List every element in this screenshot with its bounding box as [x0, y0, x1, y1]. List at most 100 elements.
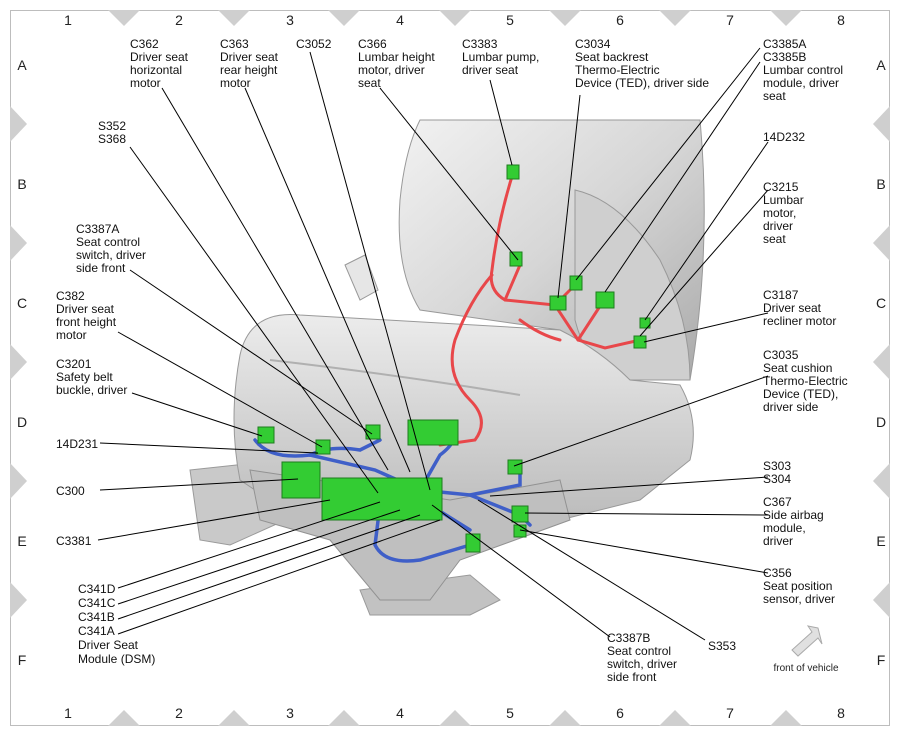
col-label-bottom: 7	[726, 705, 734, 721]
callout-c3387b: C3387B Seat control switch, driver side …	[607, 631, 680, 684]
grid-marker-top	[108, 10, 140, 26]
grid-marker-bottom	[549, 710, 581, 726]
grid-marker-top	[439, 10, 471, 26]
col-label-top: 1	[64, 12, 72, 28]
callout-c3381: C3381	[56, 534, 92, 548]
callout-c356: C356 Seat position sensor, driver	[763, 566, 836, 606]
col-label-top: 2	[175, 12, 183, 28]
grid-marker-right	[873, 463, 890, 499]
grid-marker-left	[10, 463, 27, 499]
callout-c3383: C3383 Lumbar pump, driver seat	[462, 37, 543, 77]
grid-marker-left	[10, 344, 27, 380]
connector-c366	[509, 251, 523, 267]
connector-c382	[315, 439, 331, 455]
callout-14d232: 14D232	[763, 130, 805, 144]
row-label-left: A	[17, 57, 27, 73]
column-labels-bottom: 1 2 3 4 5 6 7 8	[64, 705, 845, 721]
connector-c3385a	[569, 275, 583, 291]
row-label-right: B	[876, 176, 885, 192]
connector-c3034	[549, 295, 567, 311]
grid-marker-right	[873, 582, 890, 618]
connector-c3383	[506, 164, 520, 180]
grid-marker-bottom	[218, 710, 250, 726]
grid-marker-bottom	[108, 710, 140, 726]
callout-c3215: C3215 Lumbar motor, driver seat	[763, 180, 807, 246]
callout-c3035: C3035 Seat cushion Thermo-Electric Devic…	[763, 348, 851, 414]
col-label-top: 6	[616, 12, 624, 28]
row-label-right: A	[876, 57, 886, 73]
connector-14d232	[639, 317, 651, 329]
callout-s353: S353	[708, 639, 736, 653]
grid-markers	[10, 10, 890, 726]
grid-marker-top	[659, 10, 691, 26]
callout-labels: C362 Driver seat horizontal motor C363 D…	[56, 37, 851, 684]
callout-s303: S303 S304	[763, 459, 794, 486]
connector-dsm	[321, 477, 443, 521]
callout-c3187: C3187 Driver seat recliner motor	[763, 288, 836, 328]
leader-lines	[97, 47, 769, 641]
connector-c3387b	[465, 533, 481, 553]
callout-c382: C382 Driver seat front height motor	[56, 289, 119, 342]
connector-c3035	[507, 459, 523, 475]
callout-c3052: C3052	[296, 37, 332, 51]
row-label-left: C	[17, 295, 27, 311]
col-label-top: 3	[286, 12, 294, 28]
grid-marker-bottom	[328, 710, 360, 726]
grid-marker-top	[218, 10, 250, 26]
grid-marker-left	[10, 106, 27, 142]
callout-c3387a: C3387A Seat control switch, driver side …	[76, 222, 149, 275]
callout-c362: C362 Driver seat horizontal motor	[130, 37, 191, 90]
callout-c3201: C3201 Safety belt buckle, driver	[56, 357, 127, 397]
connectors	[257, 164, 651, 553]
connector-c367	[511, 505, 529, 523]
front-arrow-icon	[791, 625, 823, 657]
headrest-post	[344, 254, 379, 301]
grid-marker-bottom	[770, 710, 802, 726]
seat-illustration	[189, 119, 705, 616]
col-label-bottom: 2	[175, 705, 183, 721]
front-of-vehicle-label: front of vehicle	[773, 663, 838, 674]
col-label-top: 7	[726, 12, 734, 28]
grid-marker-top	[328, 10, 360, 26]
grid-marker-right	[873, 106, 890, 142]
callout-14d231: 14D231	[56, 437, 98, 451]
col-label-bottom: 6	[616, 705, 624, 721]
column-labels-top: 1 2 3 4 5 6 7 8	[64, 12, 845, 28]
grid-marker-left	[10, 582, 27, 618]
callout-c341: C341D C341C C341B C341A Driver Seat Modu…	[78, 582, 155, 666]
grid-marker-bottom	[659, 710, 691, 726]
row-label-left: D	[17, 414, 27, 430]
grid-marker-bottom	[439, 710, 471, 726]
col-label-bottom: 8	[837, 705, 845, 721]
callout-c366: C366 Lumbar height motor, driver seat	[358, 37, 438, 90]
callout-c367: C367 Side airbag module, driver	[763, 495, 827, 548]
row-label-right: E	[876, 533, 885, 549]
row-label-left: F	[18, 652, 27, 668]
col-label-bottom: 3	[286, 705, 294, 721]
callout-c3034: C3034 Seat backrest Thermo-Electric Devi…	[575, 37, 709, 90]
seat-cushion-crease	[269, 359, 521, 396]
col-label-top: 5	[506, 12, 514, 28]
col-label-top: 4	[396, 12, 404, 28]
grid-marker-right	[873, 225, 890, 261]
grid-marker-top	[549, 10, 581, 26]
callout-c300: C300	[56, 484, 85, 498]
row-labels-right: A B C D E F	[876, 57, 886, 668]
row-label-left: B	[17, 176, 26, 192]
connector-c3385b	[595, 291, 615, 309]
row-label-right: C	[876, 295, 886, 311]
front-of-vehicle-indicator: front of vehicle	[773, 625, 839, 674]
row-labels-left: A B C D E F	[17, 57, 27, 668]
connector-c3052	[407, 419, 459, 446]
callout-s352: S352 S368	[98, 119, 129, 146]
row-label-right: D	[876, 414, 886, 430]
grid-marker-right	[873, 344, 890, 380]
callout-c3385: C3385A C3385B Lumbar control module, dri…	[763, 37, 846, 103]
callout-c363: C363 Driver seat rear height motor	[220, 37, 281, 90]
col-label-bottom: 1	[64, 705, 72, 721]
col-label-bottom: 5	[506, 705, 514, 721]
col-label-top: 8	[837, 12, 845, 28]
grid-marker-left	[10, 225, 27, 261]
grid-marker-top	[770, 10, 802, 26]
row-label-right: F	[877, 652, 886, 668]
